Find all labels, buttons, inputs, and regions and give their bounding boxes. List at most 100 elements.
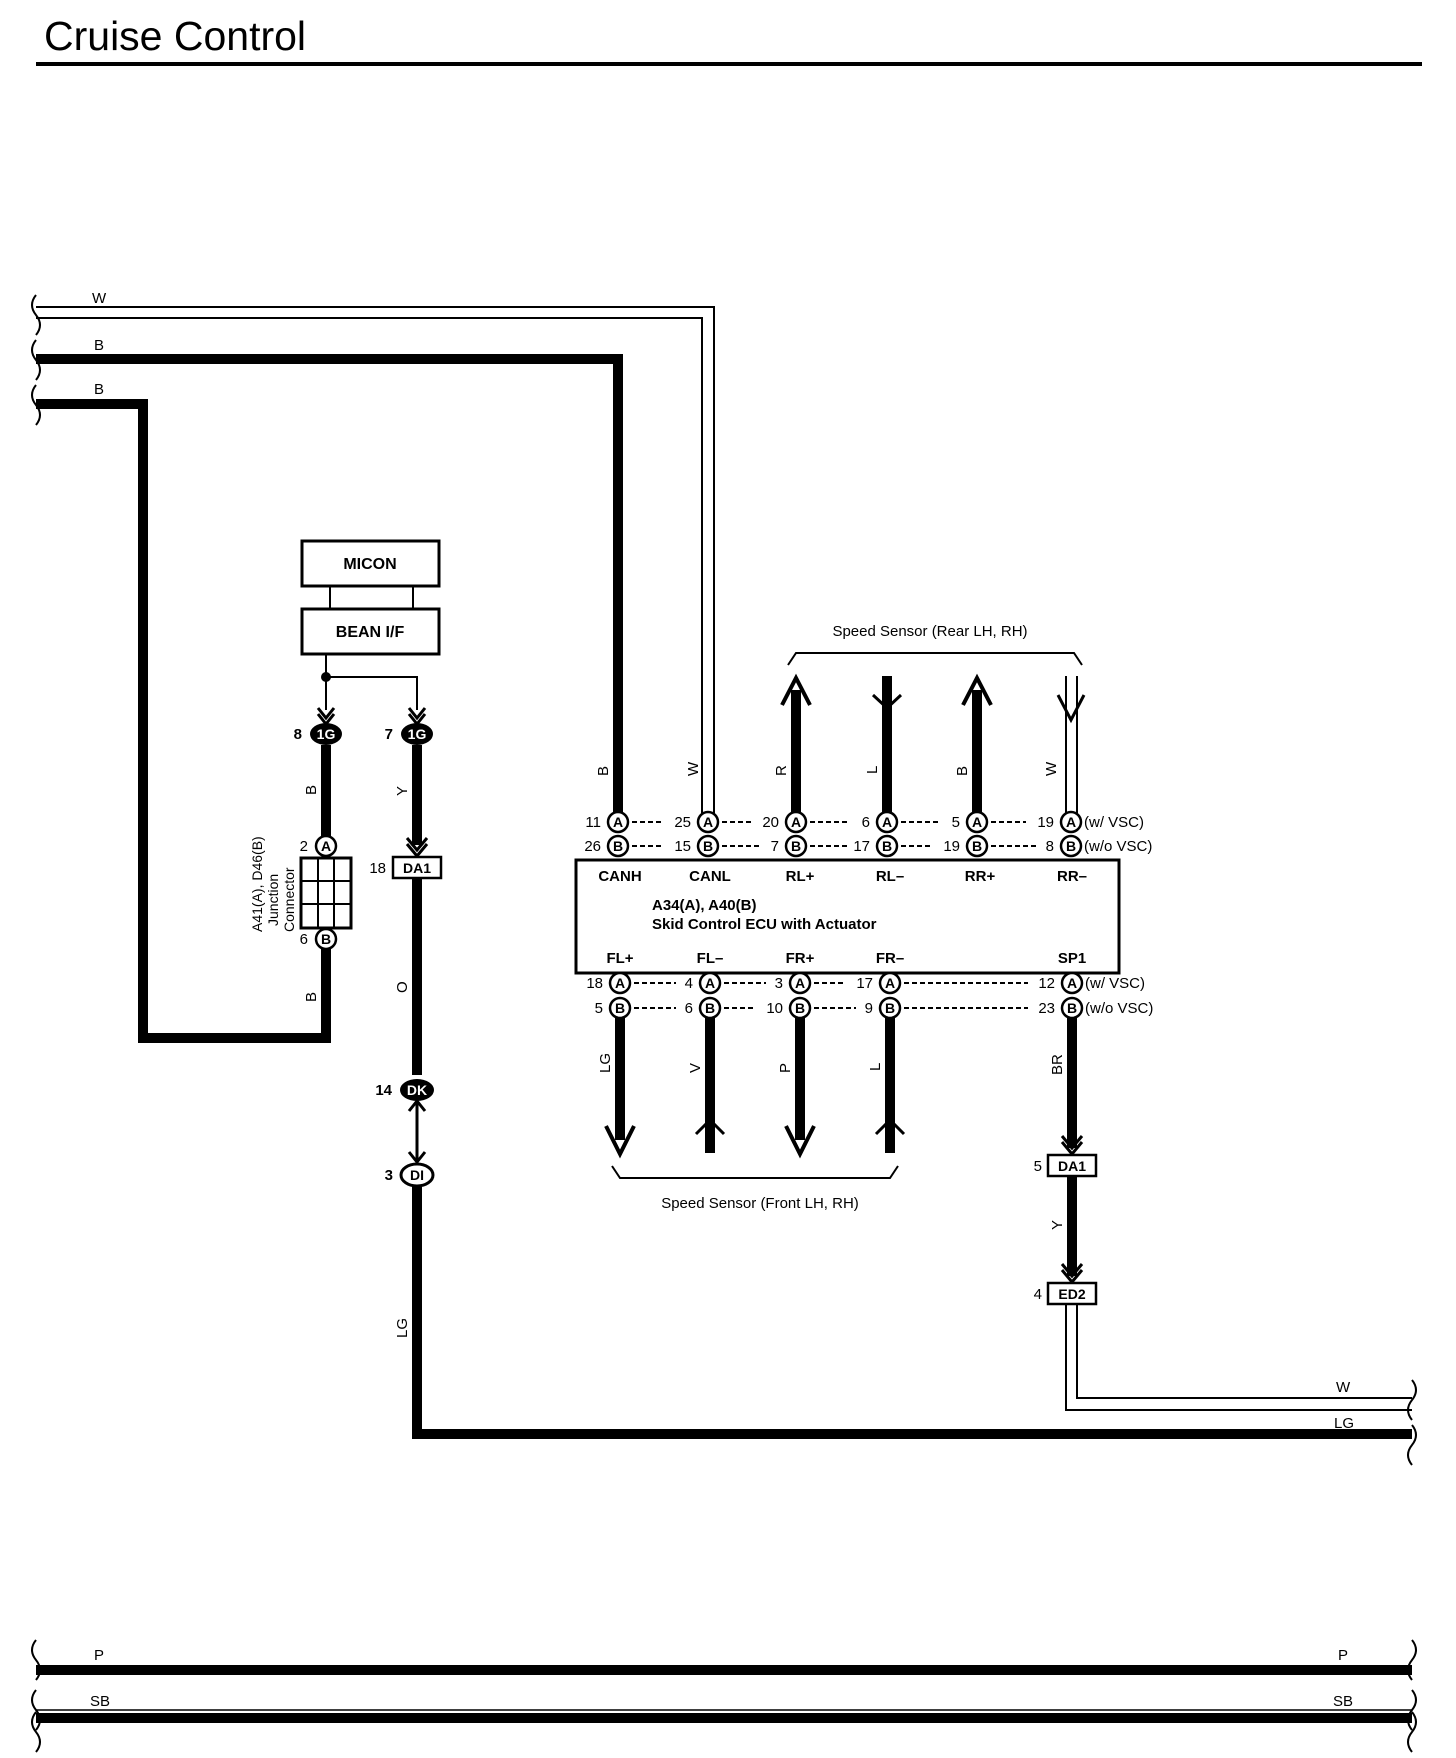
svg-text:A: A [885, 975, 895, 991]
micon-label: MICON [343, 556, 396, 573]
wire-label-y-right: Y [1049, 1220, 1066, 1230]
svg-text:20: 20 [762, 814, 779, 831]
svg-text:10: 10 [766, 1000, 783, 1017]
arrows-into-1g [316, 707, 427, 727]
svg-text:CANL: CANL [689, 868, 731, 885]
pin-dashes-bottom [634, 982, 1028, 1009]
connector-1g-b: 1G 7 [385, 723, 433, 745]
svg-text:25: 25 [674, 814, 691, 831]
svg-text:A: A [613, 814, 623, 830]
svg-text:19: 19 [943, 838, 960, 855]
junction-label-2: Junction [265, 874, 281, 926]
svg-text:DI: DI [410, 1167, 424, 1183]
svg-text:23: 23 [1038, 1000, 1055, 1017]
wire-label-rrm: W [1043, 761, 1060, 776]
svg-text:RR+: RR+ [965, 868, 996, 885]
svg-text:B: B [703, 838, 713, 854]
svg-text:17: 17 [856, 975, 873, 992]
svg-text:5: 5 [952, 814, 960, 831]
wire-w-top [36, 306, 715, 815]
wire-label-frp: P [777, 1063, 794, 1073]
bean-output-lines [325, 654, 418, 710]
wire-label-w-right: W [1336, 1379, 1351, 1396]
svg-text:11: 11 [585, 814, 601, 831]
wire-label-flm: V [687, 1063, 704, 1073]
wire-label-b-top1: B [94, 337, 104, 354]
rear-sensor-bracket [787, 652, 1083, 666]
junction-label-3: Connector [281, 867, 297, 932]
page-title: Cruise Control [44, 13, 306, 59]
ecu-top-terminals: CANH CANL RL+ RL– RR+ RR– [598, 868, 1087, 885]
svg-text:15: 15 [674, 838, 691, 855]
svg-text:(w/ VSC): (w/ VSC) [1085, 975, 1145, 992]
pin-row-bottom-b: B B B B B 5 6 10 9 23 (w/o VSC) [595, 996, 1153, 1020]
svg-text:B: B [885, 1000, 895, 1016]
svg-text:6: 6 [685, 1000, 693, 1017]
wire-label-sb-right: SB [1333, 1693, 1353, 1710]
pin-row-bottom-a: A A A A A 18 4 3 17 12 (w/ VSC) [586, 971, 1145, 995]
svg-text:B: B [972, 838, 982, 854]
wire-label-o: O [394, 981, 411, 993]
svg-text:A: A [1067, 975, 1077, 991]
wire-label-rlm: L [864, 766, 881, 774]
svg-text:6: 6 [862, 814, 870, 831]
wire-label-frm: L [867, 1063, 884, 1071]
svg-text:A: A [1066, 814, 1076, 830]
pin-row-top-a: A A A A A A 11 25 20 6 5 19 (w/ VSC) [585, 810, 1144, 834]
svg-text:4: 4 [1034, 1286, 1042, 1303]
svg-text:B: B [791, 838, 801, 854]
svg-text:18: 18 [586, 975, 603, 992]
ecu-box [574, 858, 1121, 975]
svg-text:8: 8 [1046, 838, 1054, 855]
wire-lg-left [412, 1186, 1412, 1439]
splice-dot [321, 672, 331, 682]
svg-text:A: A [972, 814, 982, 830]
svg-text:1G: 1G [408, 726, 427, 742]
wire-label-br: BR [1049, 1054, 1066, 1075]
wire-label-rlp: R [773, 765, 790, 776]
svg-text:A: A [882, 814, 892, 830]
svg-text:4: 4 [685, 975, 693, 992]
speed-sensor-front-label: Speed Sensor (Front LH, RH) [661, 1195, 859, 1212]
ecu-bottom-sensor-wires [604, 1018, 906, 1159]
wire-label-p-left: P [94, 1647, 104, 1664]
svg-text:12: 12 [1038, 975, 1055, 992]
wire-w-right [1065, 1304, 1412, 1411]
svg-text:6: 6 [300, 931, 308, 948]
svg-text:FL+: FL+ [606, 950, 633, 967]
svg-text:17: 17 [853, 838, 870, 855]
svg-text:FR–: FR– [876, 950, 904, 967]
svg-text:14: 14 [375, 1082, 392, 1099]
svg-text:FR+: FR+ [786, 950, 815, 967]
right-break-marks [1407, 1379, 1417, 1753]
svg-text:3: 3 [775, 975, 783, 992]
wire-label-canh: B [595, 766, 612, 776]
svg-text:26: 26 [584, 838, 601, 855]
wire-label-lg-right: LG [1334, 1415, 1354, 1432]
bean-box [300, 607, 441, 656]
pin-row-top-b: B B B B B B 26 15 7 17 19 8 (w/o VSC) [584, 834, 1152, 858]
wire-label-y-1g: Y [394, 786, 411, 796]
svg-text:A: A [703, 814, 713, 830]
wire-label-flp: LG [597, 1053, 614, 1073]
micon-box [300, 539, 441, 588]
svg-text:B: B [321, 931, 331, 947]
svg-text:7: 7 [385, 726, 393, 743]
wire-label-p-right: P [1338, 1647, 1348, 1664]
svg-text:B: B [615, 1000, 625, 1016]
wire-label-b-junction-upper: B [303, 785, 320, 795]
svg-text:CANH: CANH [598, 868, 641, 885]
svg-text:2: 2 [300, 838, 308, 855]
svg-text:5: 5 [595, 1000, 603, 1017]
connector-di: DI 3 [385, 1162, 435, 1188]
svg-text:A: A [791, 814, 801, 830]
svg-text:A: A [795, 975, 805, 991]
svg-text:DA1: DA1 [1058, 1158, 1086, 1174]
svg-text:SP1: SP1 [1058, 950, 1086, 967]
svg-text:DA1: DA1 [403, 860, 431, 876]
svg-text:A: A [705, 975, 715, 991]
svg-text:18: 18 [369, 860, 386, 877]
ecu-connector-label: A34(A), A40(B) [652, 897, 756, 914]
speed-sensor-rear-label: Speed Sensor (Rear LH, RH) [832, 623, 1027, 640]
